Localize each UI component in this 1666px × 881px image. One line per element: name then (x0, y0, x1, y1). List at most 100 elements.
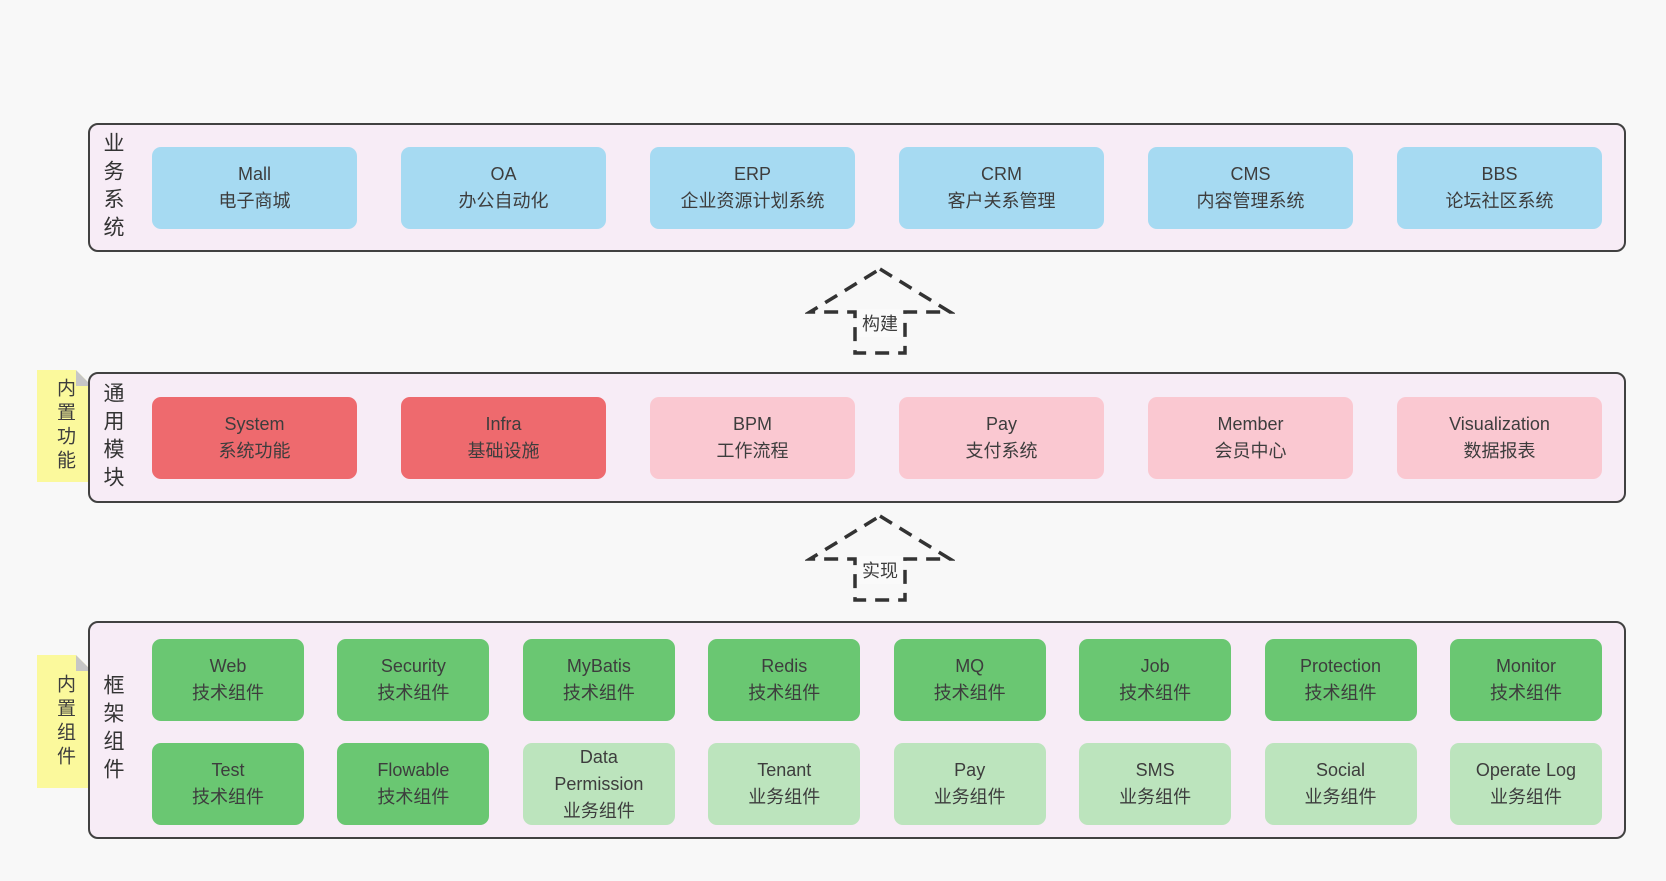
box-member: Member 会员中心 (1148, 396, 1353, 479)
box-name: Flowable (377, 760, 450, 780)
box-operate-log: Operate Log 业务组件 (1449, 743, 1602, 825)
box-name: Tenant (757, 760, 812, 780)
box-desc: 业务组件 (562, 800, 635, 821)
box-name: Member (1217, 413, 1284, 434)
business-systems-panel-label: 业务系统 (101, 131, 124, 244)
box-name: Pay (985, 413, 1018, 434)
box-mybatis: MyBatis 技术组件 (522, 639, 675, 721)
implement-arrow: 实现 (805, 513, 955, 603)
box-name: Monitor (1495, 656, 1556, 676)
box-name: Data Permission (554, 746, 644, 794)
box-oa: OA 办公自动化 (401, 146, 606, 229)
box-security: Security 技术组件 (337, 639, 490, 721)
framework-components-rows: Web 技术组件 Security 技术组件 MyBatis 技术组件 Redi… (152, 639, 1602, 825)
box-visualization: Visualization 数据报表 (1397, 396, 1602, 479)
build-arrow-label: 构建 (857, 309, 903, 337)
framework-components-panel-label: 框架组件 (101, 674, 124, 786)
box-desc: 企业资源计划系统 (680, 190, 825, 211)
box-desc: 业务组件 (1304, 787, 1377, 807)
box-desc: 技术组件 (377, 683, 450, 703)
box-desc: 技术组件 (192, 683, 264, 703)
box-name: MQ (955, 656, 985, 676)
sticky-note-built-in-features: 内置功能 (37, 370, 92, 482)
box-desc: 系统功能 (218, 440, 291, 461)
common-modules-box-row: System 系统功能 Infra 基础设施 BPM 工作流程 Pay 支付系统… (152, 374, 1602, 501)
box-desc: 业务组件 (933, 787, 1006, 807)
box-system: System 系统功能 (152, 396, 357, 479)
box-name: MyBatis (566, 656, 631, 676)
sticky-note-label: 内置组件 (54, 673, 75, 770)
business-systems-panel: 业务系统 Mall 电子商城 OA 办公自动化 ERP 企业资源计划系统 CRM… (88, 123, 1626, 252)
box-name: ERP (733, 163, 771, 184)
box-name: Infra (485, 413, 522, 434)
box-name: Web (209, 656, 247, 676)
box-desc: 支付系统 (965, 440, 1038, 461)
common-modules-panel: 通用模块 System 系统功能 Infra 基础设施 BPM 工作流程 Pay… (88, 372, 1626, 503)
framework-components-row-1: Web 技术组件 Security 技术组件 MyBatis 技术组件 Redi… (152, 639, 1602, 721)
box-name: CMS (1230, 163, 1271, 184)
box-desc: 内容管理系统 (1196, 190, 1305, 211)
box-cms: CMS 内容管理系统 (1148, 146, 1353, 229)
common-modules-panel-label: 通用模块 (101, 381, 124, 494)
box-bpm: BPM 工作流程 (650, 396, 855, 479)
box-flowable: Flowable 技术组件 (337, 743, 490, 825)
box-name: Security (380, 656, 446, 676)
box-social: Social 业务组件 (1264, 743, 1417, 825)
box-desc: 技术组件 (1489, 683, 1562, 703)
box-pay: Pay 支付系统 (899, 396, 1104, 479)
box-desc: 基础设施 (467, 440, 540, 461)
business-systems-box-row: Mall 电子商城 OA 办公自动化 ERP 企业资源计划系统 CRM 客户关系… (152, 125, 1602, 250)
box-erp: ERP 企业资源计划系统 (650, 146, 855, 229)
box-desc: 业务组件 (748, 787, 821, 807)
build-arrow: 构建 (805, 266, 955, 356)
box-name: Protection (1300, 656, 1382, 676)
box-name: Operate Log (1475, 760, 1576, 780)
box-desc: 技术组件 (562, 683, 635, 703)
box-data-permission: Data Permission 业务组件 (522, 743, 675, 825)
box-desc: 技术组件 (192, 787, 264, 807)
box-name: Test (211, 760, 245, 780)
box-sms: SMS 业务组件 (1079, 743, 1232, 825)
box-protection: Protection 技术组件 (1264, 639, 1417, 721)
box-desc: 业务组件 (1119, 787, 1192, 807)
box-pay-business: Pay 业务组件 (893, 743, 1046, 825)
box-desc: 业务组件 (1489, 787, 1562, 807)
box-name: Mall (237, 163, 271, 184)
box-crm: CRM 客户关系管理 (899, 146, 1104, 229)
box-test: Test 技术组件 (152, 743, 304, 825)
box-name: BPM (732, 413, 772, 434)
box-name: System (224, 413, 285, 434)
box-desc: 技术组件 (933, 683, 1006, 703)
framework-components-panel: 框架组件 Web 技术组件 Security 技术组件 MyBatis 技术组件… (88, 621, 1626, 839)
box-desc: 数据报表 (1463, 440, 1536, 461)
box-job: Job 技术组件 (1079, 639, 1232, 721)
box-name: Visualization (1449, 413, 1550, 434)
up-arrow-icon (805, 513, 955, 602)
framework-components-row-2: Test 技术组件 Flowable 技术组件 Data Permission … (152, 743, 1602, 825)
box-mall: Mall 电子商城 (152, 146, 357, 229)
implement-arrow-label: 实现 (857, 556, 903, 584)
box-name: Social (1316, 760, 1366, 780)
box-desc: 论坛社区系统 (1445, 190, 1554, 211)
up-arrow-icon (805, 266, 955, 355)
box-desc: 技术组件 (1119, 683, 1192, 703)
box-name: Redis (761, 656, 808, 676)
box-name: BBS (1481, 163, 1518, 184)
box-desc: 办公自动化 (458, 190, 549, 211)
box-mq: MQ 技术组件 (893, 639, 1046, 721)
box-infra: Infra 基础设施 (401, 396, 606, 479)
box-tenant: Tenant 业务组件 (708, 743, 861, 825)
box-web: Web 技术组件 (152, 639, 304, 721)
box-desc: 技术组件 (1304, 683, 1377, 703)
box-desc: 会员中心 (1214, 440, 1287, 461)
box-desc: 技术组件 (748, 683, 821, 703)
box-desc: 工作流程 (716, 440, 789, 461)
sticky-note-label: 内置功能 (54, 378, 75, 474)
box-name: Pay (954, 760, 986, 780)
box-bbs: BBS 论坛社区系统 (1397, 146, 1602, 229)
box-desc: 电子商城 (218, 190, 291, 211)
box-name: SMS (1135, 760, 1175, 780)
box-name: Job (1140, 656, 1170, 676)
box-redis: Redis 技术组件 (708, 639, 861, 721)
